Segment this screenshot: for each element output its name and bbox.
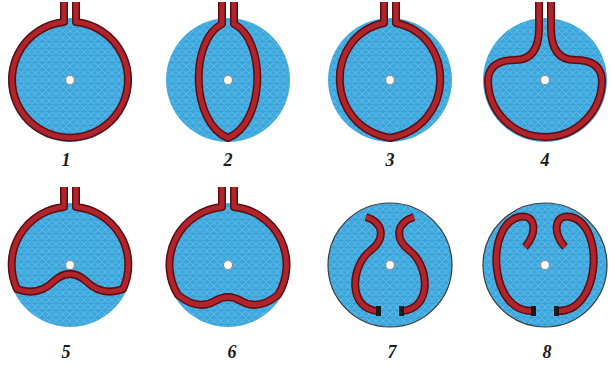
figure-number: 8 xyxy=(543,343,552,361)
tube-layout-5 xyxy=(8,187,132,327)
figure-number: 7 xyxy=(388,343,397,361)
tube-layout-8 xyxy=(483,203,607,327)
tube-layout-1 xyxy=(8,2,132,142)
tube-layout-2 xyxy=(166,2,290,142)
tube-layout-7 xyxy=(328,203,452,327)
figure-number: 2 xyxy=(224,151,233,169)
figure-number: 5 xyxy=(62,343,71,361)
figure-number: 4 xyxy=(541,151,550,169)
tube-layout-4 xyxy=(483,2,607,142)
figure-number: 6 xyxy=(228,343,237,361)
tube-layout-3 xyxy=(328,2,452,142)
figure-number: 1 xyxy=(62,151,71,169)
tube-layout-6 xyxy=(166,187,290,327)
figure-number: 3 xyxy=(386,151,395,169)
